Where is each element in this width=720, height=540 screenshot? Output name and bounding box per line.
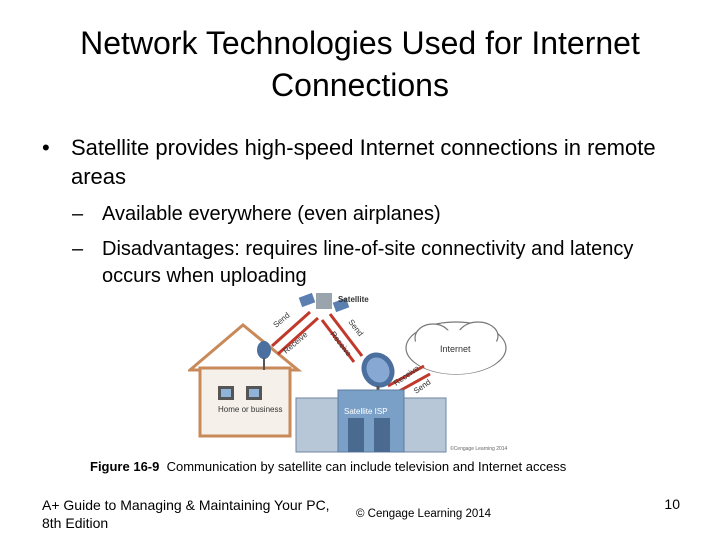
- isp-label: Satellite ISP: [344, 407, 388, 416]
- bullet-marker: •: [42, 135, 50, 160]
- send-label-home: Send: [272, 311, 292, 330]
- satellite-label: Satellite: [338, 295, 369, 304]
- internet-label: Internet: [440, 344, 471, 354]
- send-label-internet: Send: [412, 378, 432, 396]
- internet-cloud-icon: [405, 321, 507, 375]
- figure-caption-label: Figure 16-9: [90, 459, 160, 474]
- computer-icon: [218, 386, 262, 400]
- dash-marker: –: [72, 238, 84, 260]
- send-receive-arrows-home: [270, 310, 320, 356]
- home-dish-icon: [257, 341, 271, 370]
- figure-credit: ©Cengage Learning 2014: [450, 445, 508, 452]
- subbullet-text: Disadvantages: requires line-of-site con…: [102, 238, 634, 287]
- send-receive-arrows-isp: [320, 313, 364, 363]
- dash-marker: –: [72, 203, 84, 225]
- slide-title: Network Technologies Used for Internet C…: [80, 25, 640, 103]
- subbullet-text: Available everywhere (even airplanes): [102, 203, 441, 225]
- house-icon: [188, 323, 303, 438]
- footer-copyright: © Cengage Learning 2014: [356, 508, 492, 520]
- footer-book-title: A+ Guide to Managing & Maintaining Your …: [42, 497, 330, 531]
- isp-building-icon: [295, 389, 447, 453]
- satellite-icon: [298, 292, 350, 313]
- send-label-isp: Send: [346, 318, 365, 338]
- page-number: 10: [664, 496, 680, 512]
- figure-caption: Figure 16-9 Communication by satellite c…: [90, 459, 690, 474]
- figure-caption-text: Communication by satellite can include t…: [166, 459, 567, 474]
- receive-label-isp: Receive: [328, 330, 353, 359]
- home-label: Home or business: [218, 405, 282, 414]
- bullet-text: Satellite provides high-speed Internet c…: [71, 135, 656, 189]
- satellite-diagram: Home or business Satellite Send Receive …: [188, 292, 508, 453]
